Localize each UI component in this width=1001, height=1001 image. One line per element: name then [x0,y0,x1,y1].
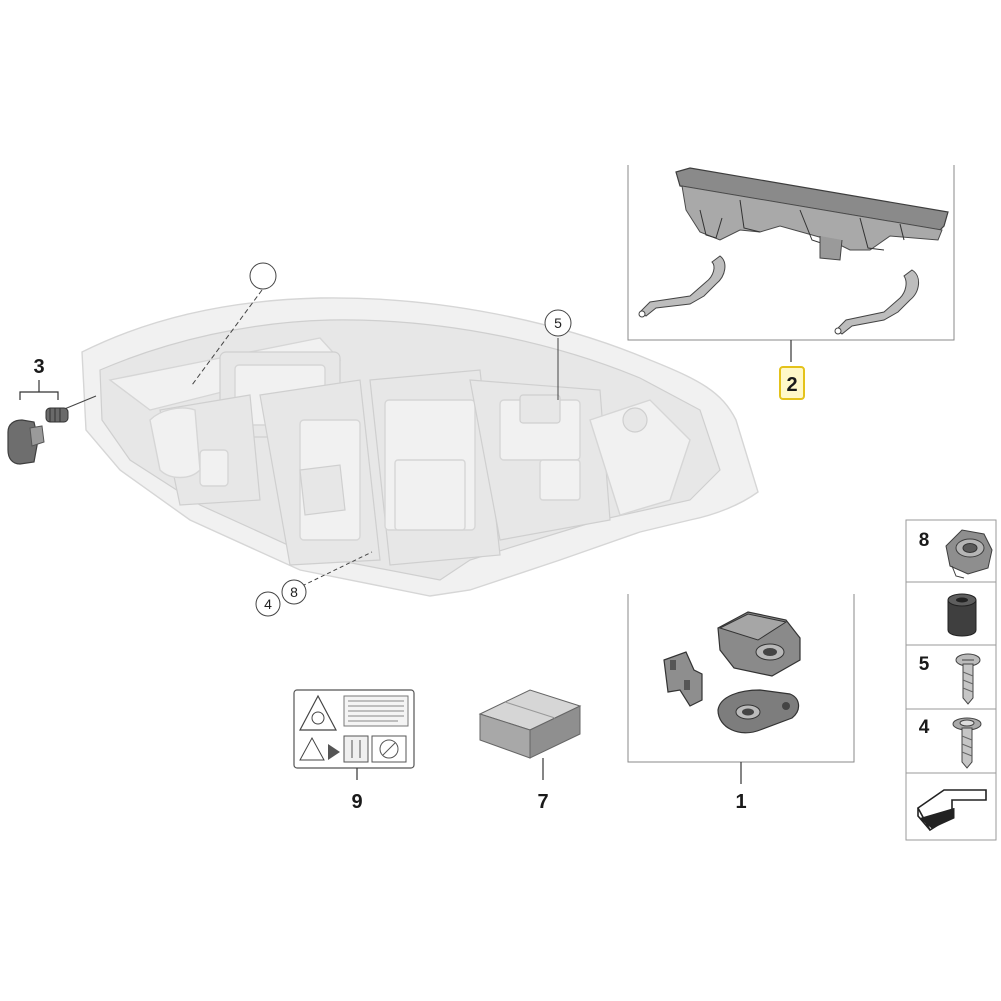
part-7-box: 7 [478,689,582,813]
flange-plate [717,689,800,734]
label-pictogram-row [299,735,407,763]
screw-5-icon [955,653,981,705]
rubber-sleeve-icon [947,593,977,637]
mount-block [717,611,801,677]
part-2-bracket-frame: 2 [627,165,955,400]
grommet-icon [945,529,993,579]
svg-text:5: 5 [554,315,562,331]
corner-arrow-icon [916,789,987,832]
callout-3: 3 [33,356,44,378]
svg-text:4: 4 [264,596,272,612]
housing-callout-blank [249,262,277,290]
headlight-housing [81,297,759,597]
small-bracket [663,651,703,707]
callout-2-highlight: 2 [779,366,805,400]
side-row-5: 5 [919,653,981,705]
warning-triangle-icon [299,694,337,731]
bracket-rail [675,167,949,261]
bracket-clip-right [834,269,919,335]
callout-7: 7 [537,791,548,813]
callout-1: 1 [735,791,746,813]
bracket-clip-left [638,255,726,318]
callout-9: 9 [351,791,362,813]
part-9-warning-label: 9 [293,689,415,813]
side-row-sleeve [947,593,977,637]
svg-text:2: 2 [786,374,797,396]
svg-text:8: 8 [919,530,930,551]
spring-icon [45,407,69,423]
side-row-arrow [916,789,987,832]
part-1-bracket-kit: 1 [627,594,855,813]
svg-text:4: 4 [919,717,930,738]
side-row-8: 8 [919,529,993,579]
housing-leader-lines [61,289,559,587]
housing-callout-4: 4 [255,591,281,617]
side-panel: 8 5 [905,519,997,841]
part-3-bulb-cap: 3 [7,356,69,465]
side-row-4: 4 [919,717,982,769]
svg-text:8: 8 [290,584,298,600]
housing-callout-5: 5 [544,309,572,337]
svg-text:5: 5 [919,654,930,675]
housing-callout-8: 8 [281,579,307,605]
screw-4-icon [952,717,982,769]
